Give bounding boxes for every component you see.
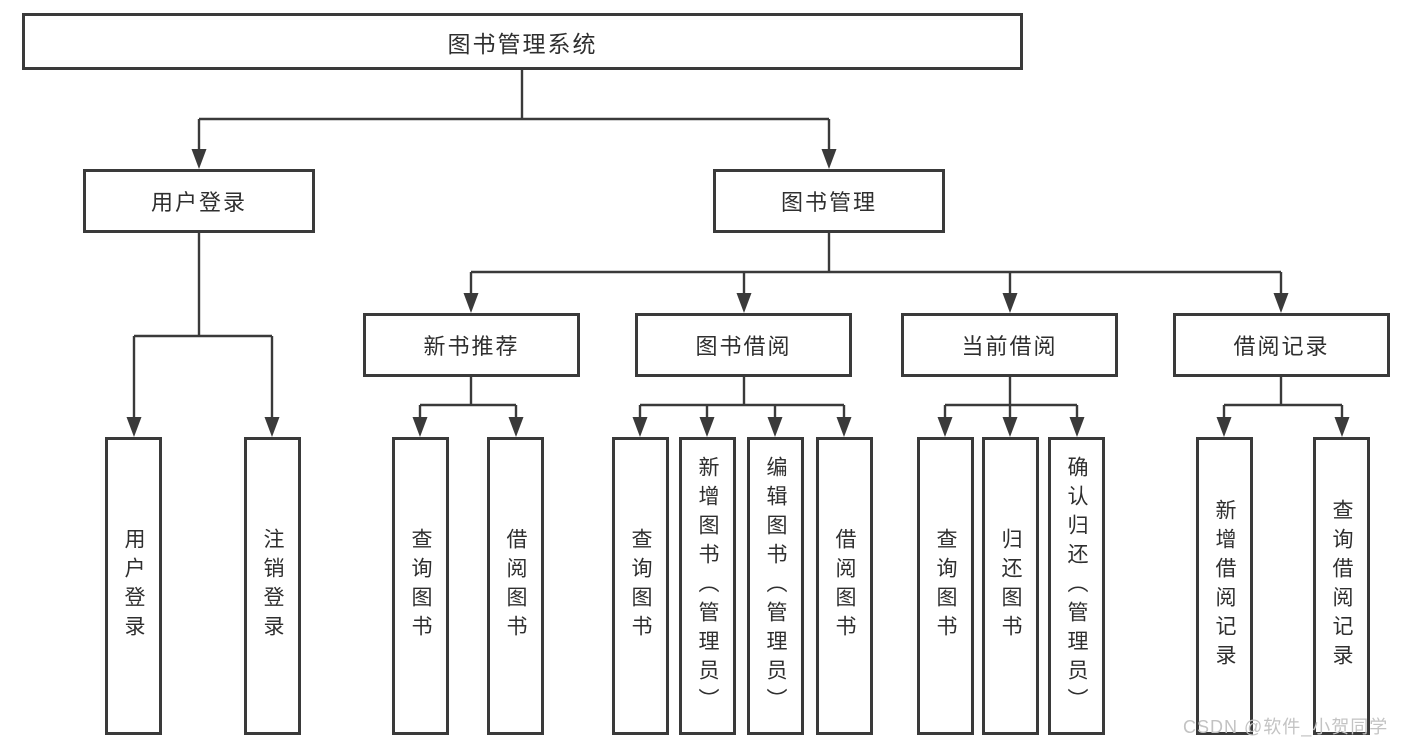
node-new-book-recommend: 新书推荐 [363, 313, 580, 377]
leaf-add-books-admin: 新增图书（管理员） [679, 437, 736, 735]
node-book-borrow: 图书借阅 [635, 313, 852, 377]
connector-book-borrow-to-leaves [632, 377, 852, 437]
connector-borrow-records-to-leaves [1216, 377, 1350, 437]
leaf-query-borrow-record: 查询借阅记录 [1313, 437, 1370, 735]
leaf-user-login: 用户登录 [105, 437, 162, 735]
connector-book-management-to-level3 [463, 233, 1289, 313]
connector-root-to-level2 [191, 70, 837, 169]
leaf-borrow-books-recommend: 借阅图书 [487, 437, 544, 735]
node-book-management-branch: 图书管理 [713, 169, 945, 233]
leaf-add-borrow-record: 新增借阅记录 [1196, 437, 1253, 735]
leaf-query-books-recommend: 查询图书 [392, 437, 449, 735]
leaf-borrow-books-borrow: 借阅图书 [816, 437, 873, 735]
node-user-login-branch: 用户登录 [83, 169, 315, 233]
connector-user-login-to-leaves [126, 233, 280, 437]
node-borrow-records: 借阅记录 [1173, 313, 1390, 377]
watermark: CSDN @软件_小贺同学 [1183, 717, 1389, 737]
leaf-query-books-borrow: 查询图书 [612, 437, 669, 735]
leaf-logout: 注销登录 [244, 437, 301, 735]
leaf-return-books: 归还图书 [982, 437, 1039, 735]
connector-new-book-recommend-to-leaves [412, 377, 524, 437]
leaf-confirm-return-admin: 确认归还（管理员） [1048, 437, 1105, 735]
node-library-management-system: 图书管理系统 [22, 13, 1023, 70]
leaf-query-books-current: 查询图书 [917, 437, 974, 735]
leaf-edit-books-admin: 编辑图书（管理员） [747, 437, 804, 735]
node-current-borrow: 当前借阅 [901, 313, 1118, 377]
connector-current-borrow-to-leaves [937, 377, 1085, 437]
